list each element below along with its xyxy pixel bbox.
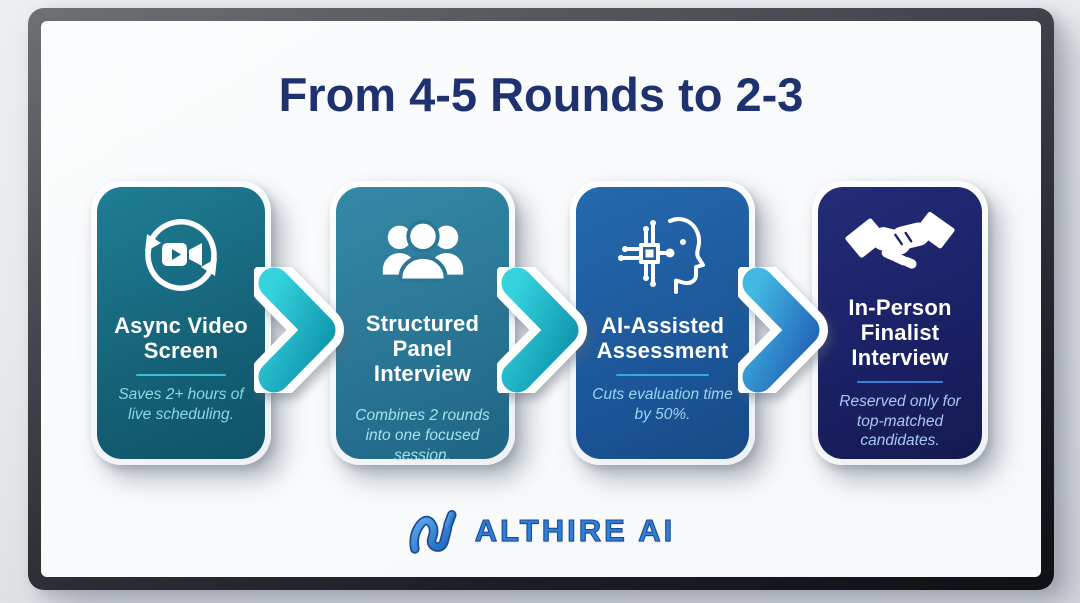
step-card-body: In-Person Finalist Interview Reserved on…	[818, 187, 982, 459]
flow-arrow-right-icon	[738, 267, 828, 393]
step-card-body: Async Video Screen Saves 2+ hours of liv…	[97, 187, 265, 459]
flow-arrow-right-icon	[254, 267, 344, 393]
step-title: Structured Panel Interview	[365, 311, 480, 387]
monitor-frame: From 4-5 Rounds to 2-3 Async Video Scree…	[28, 8, 1054, 590]
divider	[616, 374, 709, 377]
ai-head-circuit-icon	[613, 205, 713, 305]
flow-arrow-right-icon	[497, 267, 587, 393]
step-description: Reserved only for top-matched candidates…	[839, 392, 961, 450]
divider	[856, 381, 944, 383]
step-card-async-video-screen: Async Video Screen Saves 2+ hours of liv…	[91, 181, 271, 465]
step-card-in-person-finalist-interview: In-Person Finalist Interview Reserved on…	[812, 181, 988, 465]
divider	[136, 374, 226, 377]
althire-logo-icon	[409, 510, 457, 554]
infographic-screen: From 4-5 Rounds to 2-3 Async Video Scree…	[41, 21, 1041, 577]
step-card-ai-assisted-assessment: AI-Assisted Assessment Cuts evaluation t…	[570, 181, 755, 465]
step-description: Saves 2+ hours of live scheduling.	[118, 386, 244, 423]
step-title: Async Video Screen	[114, 313, 248, 364]
step-description: Combines 2 rounds into one focused sessi…	[355, 407, 490, 464]
video-sync-icon	[131, 205, 231, 305]
people-group-icon	[374, 205, 472, 303]
brand-footer: ALTHIRE AI	[41, 505, 1041, 557]
step-card-body: AI-Assisted Assessment Cuts evaluation t…	[576, 187, 749, 459]
page-title: From 4-5 Rounds to 2-3	[278, 68, 804, 121]
step-card-body: Structured Panel Interview Combines 2 ro…	[336, 187, 509, 464]
step-description: Cuts evaluation time by 50%.	[592, 386, 733, 423]
handshake-icon	[844, 205, 956, 287]
step-title: In-Person Finalist Interview	[848, 295, 952, 371]
brand-name: ALTHIRE AI	[474, 512, 676, 548]
step-card-structured-panel-interview: Structured Panel Interview Combines 2 ro…	[330, 181, 515, 465]
step-title: AI-Assisted Assessment	[596, 313, 729, 364]
